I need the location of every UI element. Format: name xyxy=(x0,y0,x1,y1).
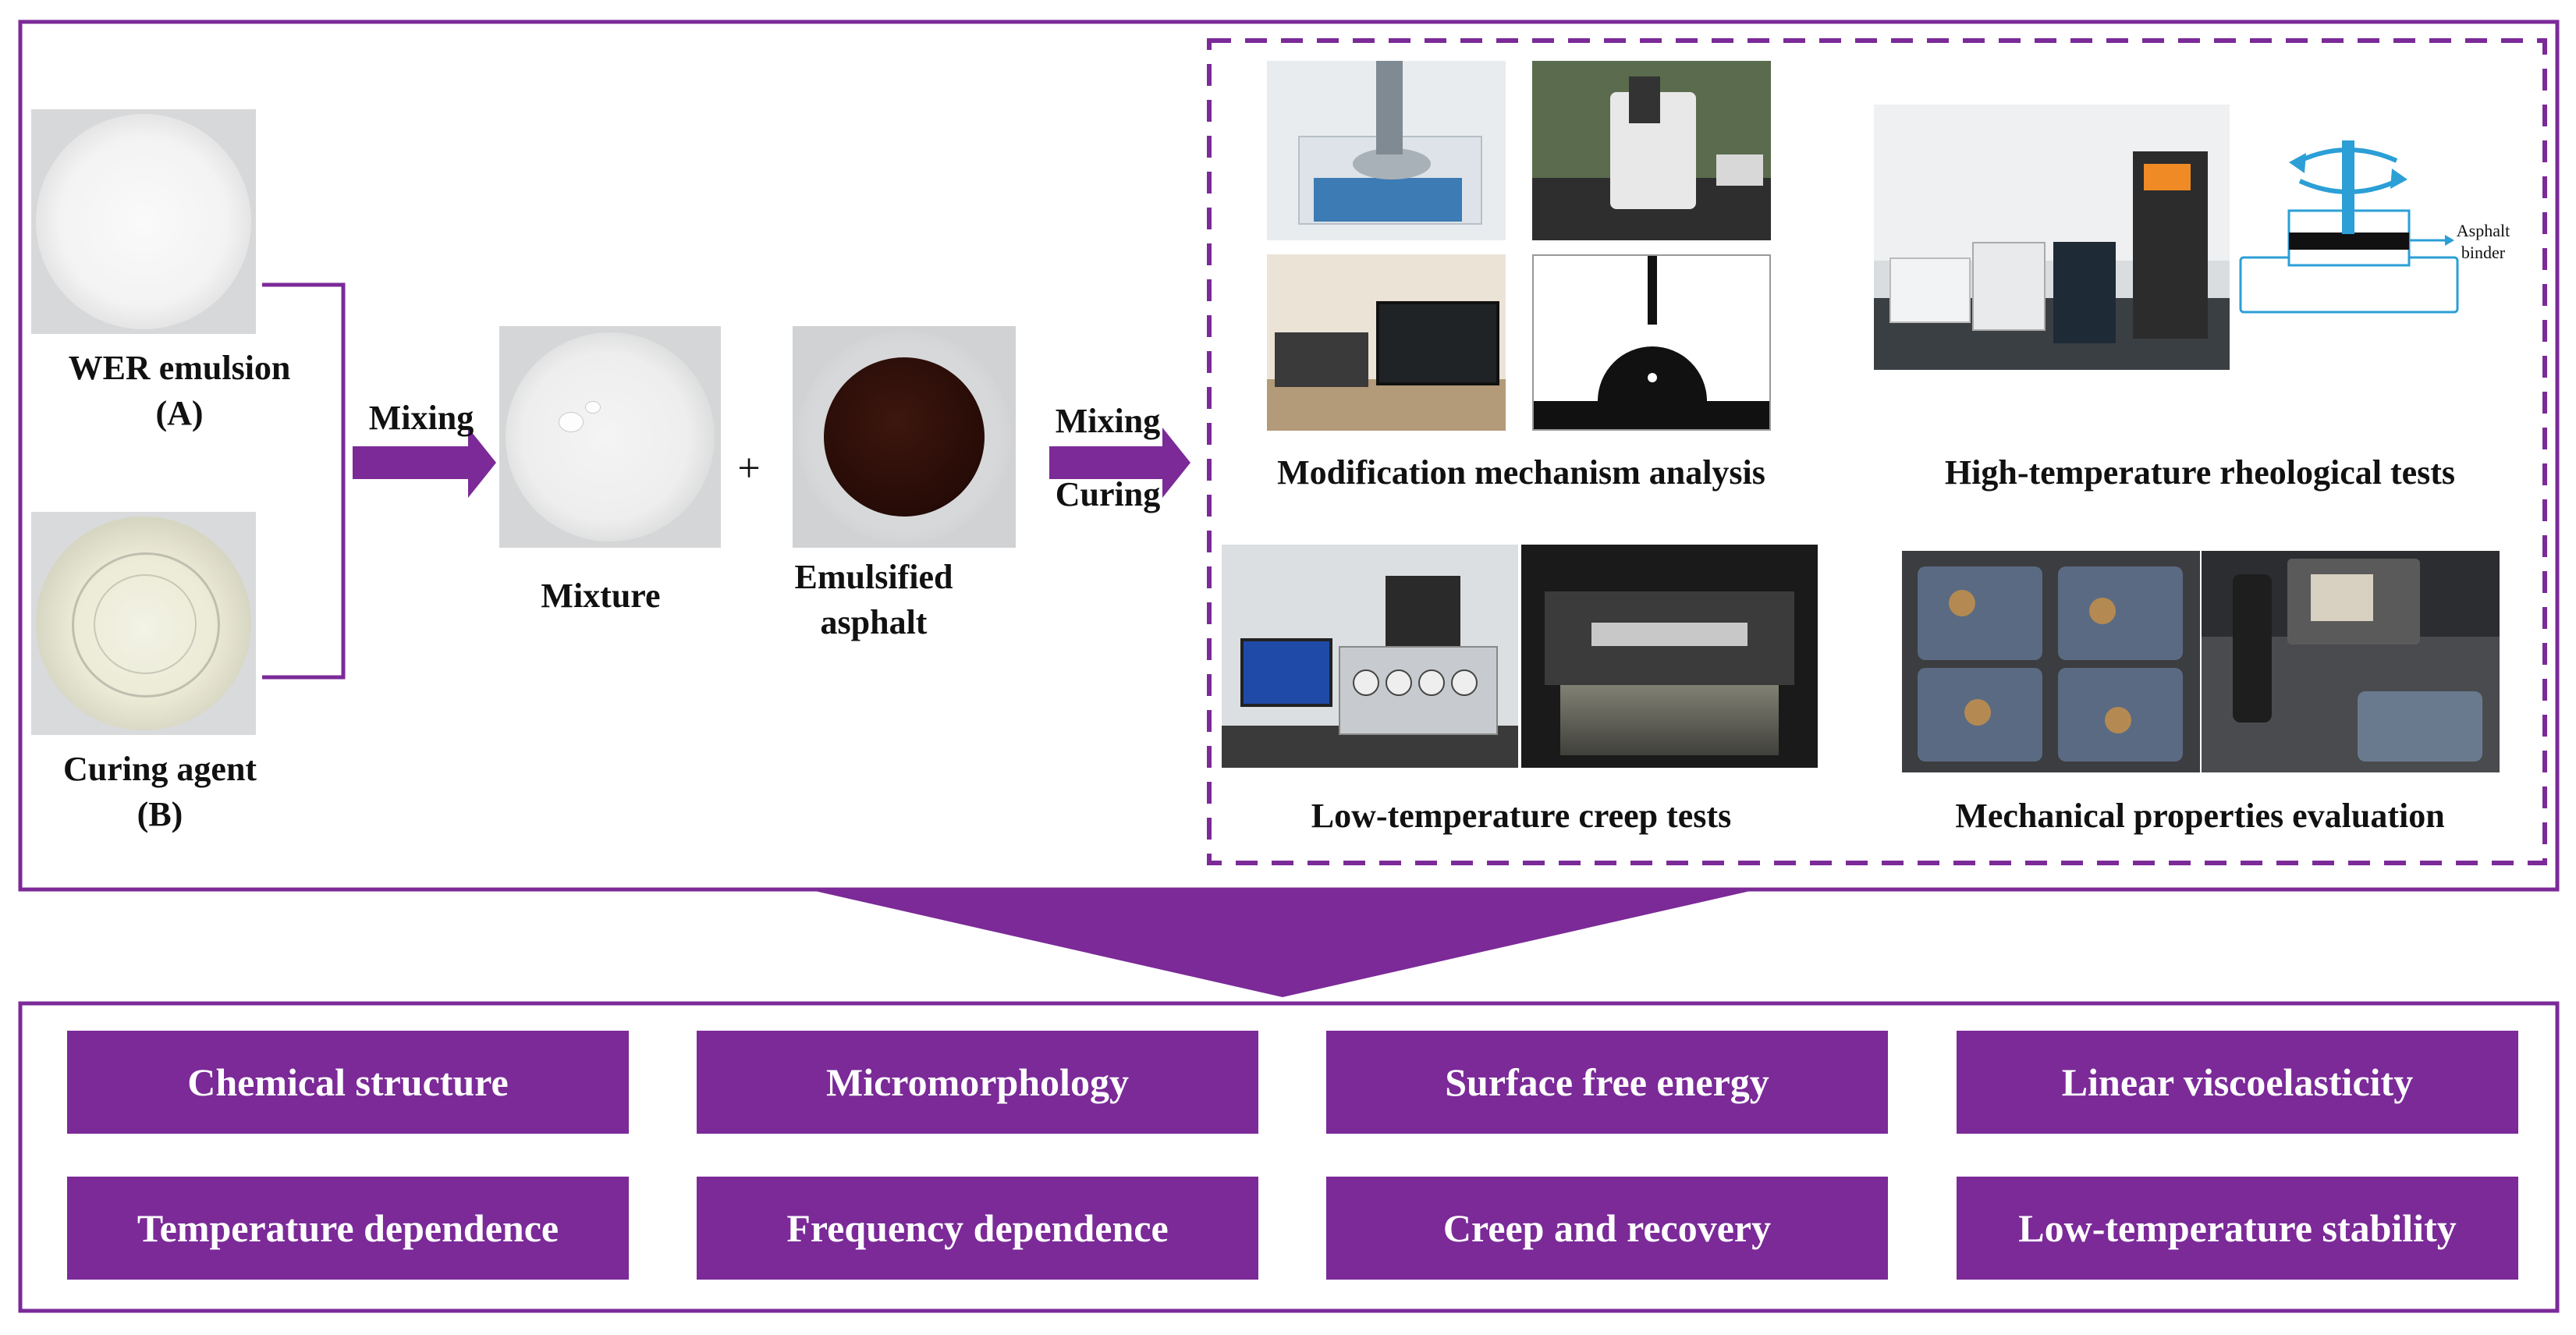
testing-frame xyxy=(1207,38,2547,865)
mechanism-analysis-caption: Modification mechanism analysis xyxy=(1277,453,1765,492)
input-bracket xyxy=(262,282,346,680)
curing-agent-tag: (B) xyxy=(137,795,183,833)
mixing-arrow-1 xyxy=(353,428,496,498)
microscope-photo xyxy=(1532,61,1771,240)
property-micromorphology: Micromorphology xyxy=(697,1031,1258,1134)
emulsified-asphalt-label-1: Emulsified xyxy=(794,558,953,596)
mechanical-evaluation-caption: Mechanical properties evaluation xyxy=(1955,797,2445,835)
property-surface-free-energy: Surface free energy xyxy=(1326,1031,1888,1134)
property-temperature-dependence: Temperature dependence xyxy=(67,1177,629,1280)
wer-emulsion-tag: (A) xyxy=(155,394,204,432)
creep-tests-caption: Low-temperature creep tests xyxy=(1311,797,1732,835)
property-chemical-structure: Chemical structure xyxy=(67,1031,629,1134)
bottom-frame xyxy=(18,1001,2560,1313)
curing-agent-photo xyxy=(31,512,256,735)
mixing-step-label: Mixing xyxy=(368,399,474,437)
mixture-photo xyxy=(499,326,721,548)
ftir-instrument-photo xyxy=(1267,61,1506,240)
plus-sign: + xyxy=(737,446,761,491)
schematic-label-2: binder xyxy=(2461,243,2506,262)
property-linear-viscoelasticity: Linear viscoelasticity xyxy=(1957,1031,2518,1134)
property-low-temperature-stability: Low-temperature stability xyxy=(1957,1177,2518,1280)
mixing-arrow-2 xyxy=(1049,428,1190,498)
property-frequency-dependence: Frequency dependence xyxy=(697,1177,1258,1280)
rheological-tests-caption: High-temperature rheological tests xyxy=(1944,453,2456,492)
wer-emulsion-label: WER emulsion xyxy=(68,349,291,387)
bbr-instrument-photo xyxy=(1222,545,1518,768)
curing-agent-label: Curing agent xyxy=(62,750,257,788)
mixing-curing-label-2: Curing xyxy=(1055,475,1161,513)
mixing-curing-label-1: Mixing xyxy=(1055,402,1161,440)
schematic-label-1: Asphalt xyxy=(2456,221,2510,240)
property-creep-and-recovery: Creep and recovery xyxy=(1326,1177,1888,1280)
bbr-bath-photo xyxy=(1521,545,1818,768)
funnel-arrow xyxy=(808,889,1757,997)
contact-angle-instrument-photo xyxy=(1267,254,1506,431)
emulsified-asphalt-photo xyxy=(793,326,1016,548)
dsr-instrument-photo xyxy=(1874,105,2230,370)
emulsified-asphalt-label-2: asphalt xyxy=(820,603,928,641)
dsr-schematic xyxy=(2239,140,2459,314)
wer-emulsion-photo xyxy=(31,109,256,334)
pull-off-tester-photo xyxy=(2202,551,2500,772)
mixture-label: Mixture xyxy=(541,577,661,615)
contact-angle-droplet-photo xyxy=(1532,254,1771,431)
pull-off-specimens-photo xyxy=(1902,551,2200,772)
